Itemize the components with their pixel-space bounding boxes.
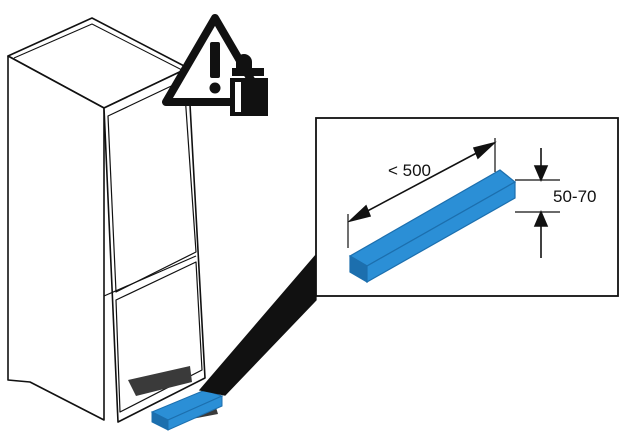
height-dimension-label: 50-70	[553, 187, 596, 206]
dimension-guides	[347, 138, 560, 248]
fridge-front	[103, 67, 206, 423]
zoom-connector	[198, 253, 317, 396]
fridge-lower-door	[115, 261, 203, 413]
fridge-top-bevel	[13, 23, 183, 71]
fridge-side	[7, 55, 105, 421]
length-dimension-label: < 500	[388, 161, 431, 180]
fridge-door-split	[103, 255, 197, 297]
refrigerator	[7, 17, 206, 423]
spacer-block	[348, 169, 517, 284]
length-dimension-arrow	[347, 141, 497, 223]
spacer-block-side	[366, 180, 516, 284]
fridge-upper-door	[107, 79, 197, 293]
floor-shadow	[128, 366, 192, 396]
height-dimension-arrow	[533, 148, 549, 258]
weight-icon	[230, 54, 268, 116]
spacer-small	[150, 389, 224, 431]
